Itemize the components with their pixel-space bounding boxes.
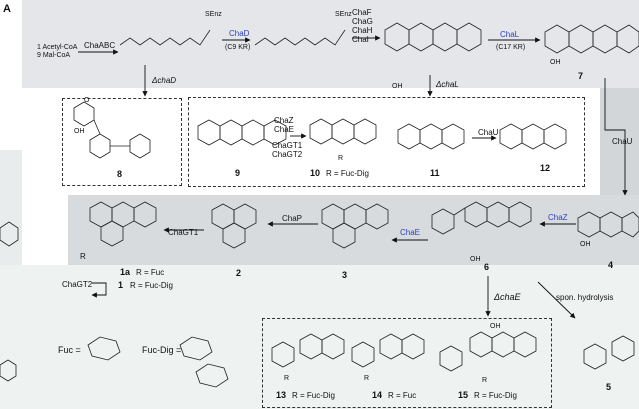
structure-11 [397,123,465,150]
structure-10 [309,118,377,145]
panel-top [22,0,639,88]
enzyme-chaGT1: ChaGT1 [272,141,303,150]
structure-5 [583,335,635,370]
structure-12 [499,123,567,150]
enzyme-chaP: ChaP [282,214,303,223]
intermediate-top-3 [384,22,482,52]
atom-r-4: R [364,375,370,382]
dashed-box-shunt-13-15 [262,318,552,408]
compound-11: 11 [430,168,440,178]
atom-r-3: R [284,375,290,382]
structure-4 [577,211,639,238]
atom-r-2: R [338,155,344,162]
structure-3 [321,203,389,249]
senz-label-1: SEnz [205,11,222,18]
starter-malonyl-coa: 9 Mal-CoA [37,52,71,59]
compound-4: 4 [608,260,614,270]
atom-r-1: R [80,252,86,261]
enzyme-chaH: ChaH [352,26,373,35]
compound-3: 3 [342,270,348,280]
enzyme-c9kr: (C9 KR) [225,44,251,51]
panel-right [600,88,639,198]
starter-acetyl-coa: 1 Acetyl-CoA [37,44,78,51]
compound-1a: 1a [120,267,131,277]
enzyme-chaABC: ChaABC [84,41,116,50]
enzyme-chaGT1-mid: ChaGT1 [168,228,199,237]
structure-2 [211,203,257,249]
enzyme-chaD: ChaD [229,29,250,38]
atom-oh-5: OH [470,256,481,263]
enzyme-c17kr: (C17 KR) [496,44,526,51]
structure-fuc-dig [179,336,229,388]
compound-9: 9 [235,168,241,178]
sugar-fuc-label: Fuc = [58,345,81,355]
structure-8 [73,101,151,159]
atom-o-1: O [84,97,90,104]
enzyme-chaZ: ChaZ [548,213,568,222]
atom-oh-1: OH [74,128,85,135]
structure-9 [197,119,287,146]
enzyme-chaL: ChaL [500,30,520,39]
compound-5: 5 [606,382,612,392]
enzyme-chaI: ChaI [352,35,369,44]
structure-15 [439,331,537,372]
enzyme-chaZ-top: ChaZ [274,116,294,125]
arrow-hydrolysis [537,281,576,319]
compound-1: 1 [118,280,124,290]
compound-13: 13 [276,390,287,400]
structure-14 [351,333,425,368]
enzyme-chaGT2-low: ChaGT2 [62,280,93,289]
compound-12: 12 [540,163,551,173]
compound-15-r: R = Fuc-Dig [474,391,517,400]
deletion-chaE: ΔchaE [494,292,521,302]
structure-7 [544,24,639,54]
enzyme-chaF: ChaF [352,8,372,17]
compound-8: 8 [117,169,123,179]
spontaneous-hydrolysis: spon. hydrolysis [556,293,614,302]
dashed-box-shunt-8 [62,98,182,186]
compound-15: 15 [458,390,469,400]
enzyme-chaE-top: ChaE [274,125,295,134]
panel-label: A [3,3,11,15]
sugar-fucdig-label: Fuc-Dig = [142,345,182,355]
dashed-box-shunt-9-12 [188,97,585,187]
enzyme-chaE: ChaE [400,228,421,237]
compound-1-r: R = Fuc-Dig [130,281,173,290]
arrow-chaGT2 [91,282,107,298]
compound-13-r: R = Fuc-Dig [292,391,335,400]
atom-oh-2: OH [392,83,403,90]
enzyme-chaG: ChaG [352,17,373,26]
atom-oh-6: OH [490,323,501,330]
deletion-chaD: ΔchaD [152,76,177,85]
compound-10: 10 [310,168,321,178]
atom-oh-4: OH [580,241,591,248]
arrow-chaU [604,78,628,196]
compound-1a-r: R = Fuc [136,268,165,277]
structure-6 [431,201,532,235]
enzyme-chaU: ChaU [612,137,633,146]
compound-10-r: R = Fuc-Dig [326,169,369,178]
compound-2: 2 [236,268,242,278]
compound-14: 14 [372,390,383,400]
senz-label-2: SEnz [335,11,352,18]
panel-lower [0,265,639,409]
structure-fucose [87,336,121,361]
atom-oh-3: OH [550,59,561,66]
deletion-chaL: ΔchaL [436,80,459,89]
structure-left-fragment [0,221,19,382]
compound-6: 6 [484,262,490,272]
compound-14-r: R = Fuc [388,391,417,400]
polyketide-chain-2 [254,29,346,46]
polyketide-chain-1 [119,29,211,46]
structure-13 [271,333,345,368]
structure-1a [89,201,157,247]
compound-7: 7 [578,71,584,81]
enzyme-chaU-mid: ChaU [478,128,499,137]
atom-r-5: R [482,377,488,384]
panel-middle [68,195,639,265]
enzyme-chaGT2: ChaGT2 [272,150,303,159]
